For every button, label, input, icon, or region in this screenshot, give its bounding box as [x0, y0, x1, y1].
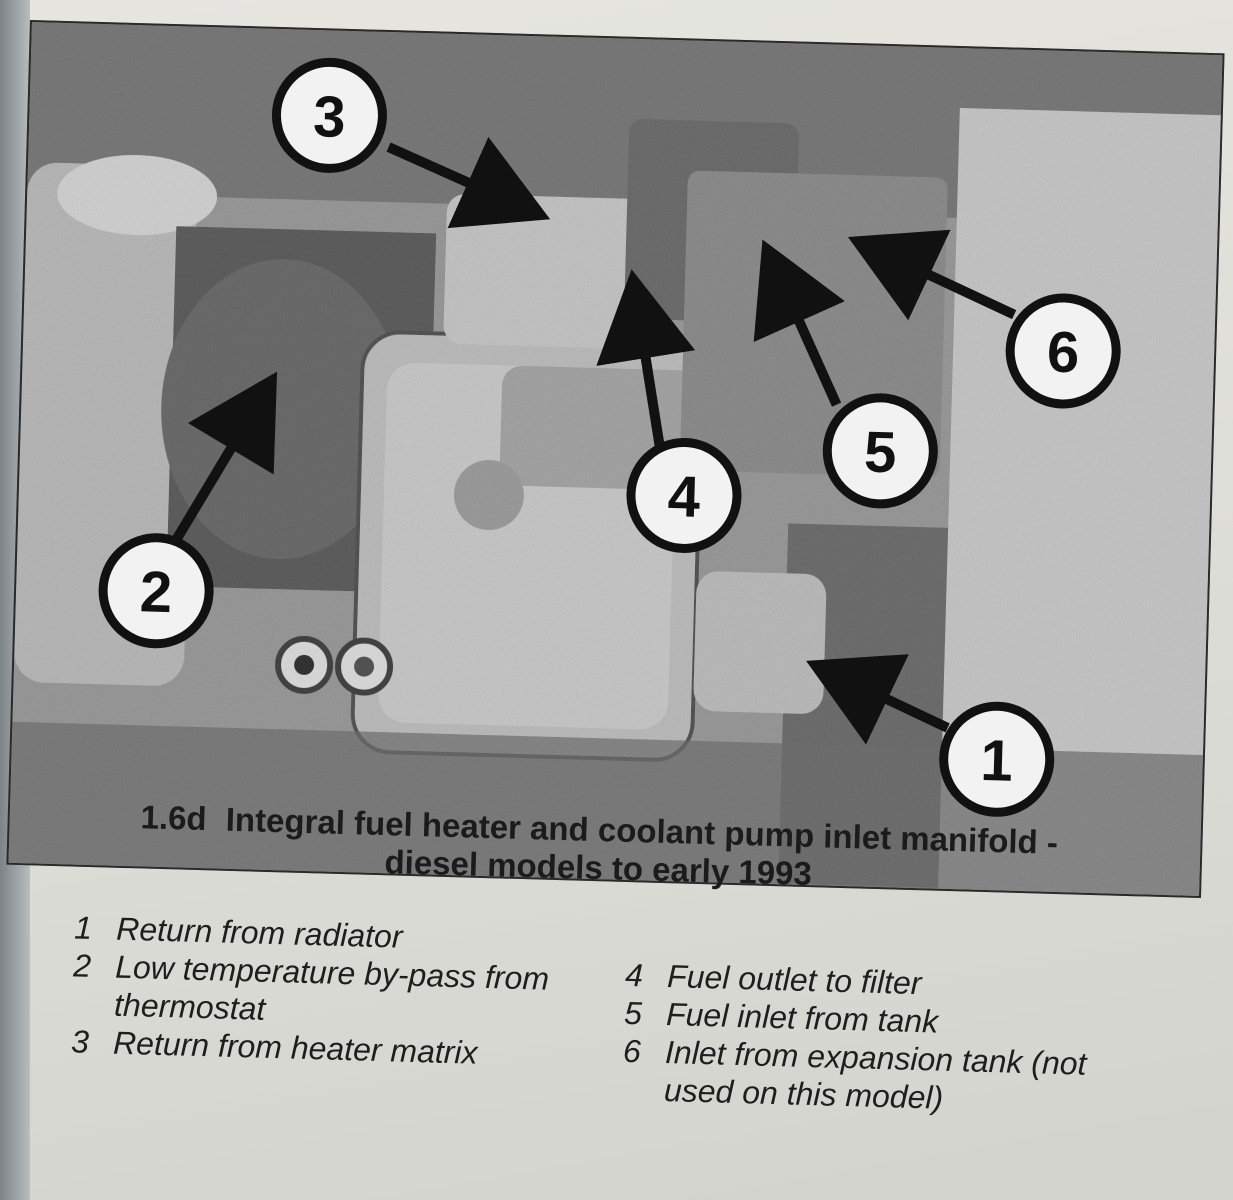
- callout-arrow-2: [168, 371, 278, 549]
- legend-item: 6 Inlet from expansion tank (not used on…: [622, 1032, 1144, 1122]
- legend-number: 6: [622, 1032, 642, 1070]
- callout-4: 4: [626, 437, 742, 553]
- engine-photo: 3 2 4 5 6 1: [6, 20, 1225, 899]
- legend-left: 1 Return from radiator 2 Low temperature…: [71, 908, 595, 1074]
- legend-number: 4: [624, 956, 644, 994]
- callout-2: 2: [98, 533, 214, 649]
- legend-item: 2 Low temperature by-pass from thermosta…: [72, 946, 594, 1036]
- callout-arrow-4: [596, 269, 696, 451]
- callout-3-label: 3: [312, 84, 346, 150]
- callout-arrow-6: [847, 229, 1017, 321]
- legend-text: Inlet from expansion tank (not used on t…: [663, 1034, 1087, 1116]
- callout-5: 5: [822, 393, 938, 509]
- legend-number: 3: [70, 1023, 90, 1060]
- callout-arrow-3: [386, 136, 551, 229]
- callout-6: 6: [1005, 293, 1121, 409]
- callout-6-label: 6: [1046, 320, 1080, 386]
- legend-number: 2: [72, 947, 92, 984]
- callout-arrow-5: [753, 239, 845, 407]
- callout-1-label: 1: [980, 728, 1014, 794]
- figure-number: 1.6d: [140, 798, 208, 838]
- legend-right: 4 Fuel outlet to filter 5 Fuel inlet fro…: [622, 956, 1146, 1122]
- callout-3: 3: [271, 57, 387, 173]
- legend-text: Low temperature by-pass from thermostat: [113, 948, 550, 1027]
- engine-photo-drawing: 3 2 4 5 6 1: [8, 22, 1225, 899]
- callout-1: 1: [939, 701, 1055, 817]
- callout-4-label: 4: [667, 464, 701, 530]
- callout-2-label: 2: [139, 559, 173, 625]
- legend-number: 1: [73, 909, 93, 946]
- legend-number: 5: [623, 994, 643, 1032]
- callout-5-label: 5: [863, 419, 897, 485]
- callout-arrow-1: [806, 654, 950, 745]
